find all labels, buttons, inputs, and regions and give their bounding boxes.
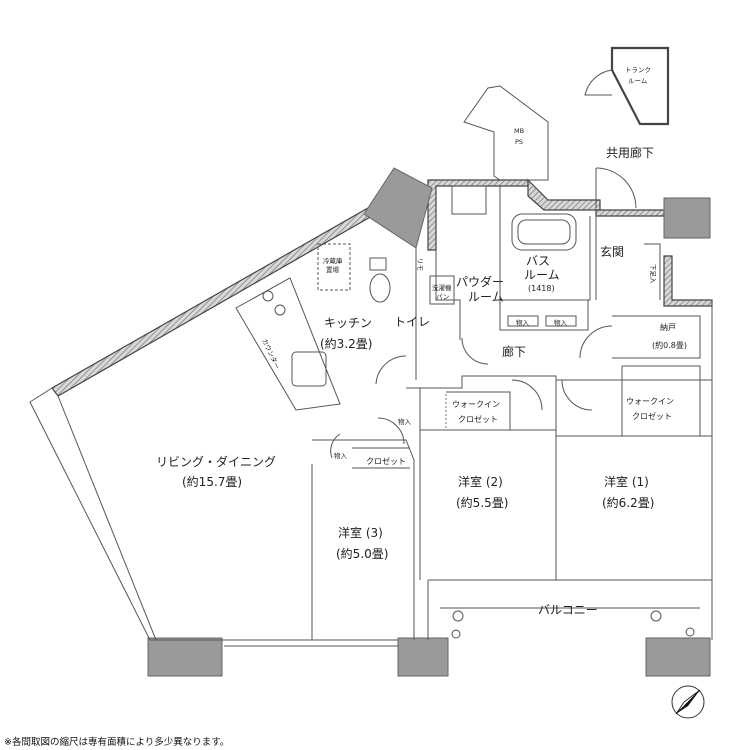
shoe-box-label: 下足入 [649, 264, 657, 284]
bath-label-2: ルーム [524, 268, 560, 282]
closet3-label: クロゼット [366, 456, 406, 466]
trunk-label-1: トランク [625, 66, 651, 74]
walkin2-label-2: クロゼット [458, 414, 498, 424]
ps-label: PS [515, 138, 523, 146]
bath-label-3: (1418) [528, 284, 555, 293]
bath-label-1: バス [526, 254, 550, 268]
trunk-room: トランク ルーム [584, 46, 670, 126]
storage2-label: 物入 [554, 318, 568, 327]
mb-ps-shaft: MB PS [463, 85, 549, 181]
storage3-label: 物入 [398, 417, 412, 426]
entrance-label: 玄関 [600, 244, 624, 259]
fridge-label-2: 置場 [326, 265, 340, 274]
scale-footnote: ※各間取図の縮尺は専有面積により多少異なります。 [4, 737, 230, 748]
interior-walls [235, 167, 713, 640]
storage4-label: 物入 [334, 451, 348, 460]
pillars [147, 167, 711, 677]
pillar-se [645, 637, 711, 677]
hall-label: 廊下 [502, 344, 526, 359]
fridge-label-1: 冷蔵庫 [323, 256, 343, 265]
western1-area: (約6.2畳) [602, 495, 654, 510]
pillar-sw [147, 637, 223, 677]
kitchen-area: (約3.2畳) [320, 336, 372, 351]
washer-label-1: 洗濯機 [432, 283, 452, 292]
closet-small-label-2: (約0.8畳) [652, 340, 687, 350]
western3-label: 洋室 (3) [338, 525, 383, 540]
mb-label: MB [514, 127, 524, 135]
living-glass-wall [29, 387, 398, 647]
western2-area: (約5.5畳) [456, 495, 508, 510]
north-arrow-icon [671, 685, 705, 719]
walkin2-label-1: ウォークイン [452, 400, 500, 409]
washer-label-2: パン [436, 293, 449, 301]
outer-walls [51, 178, 713, 397]
kitchen-label: キッチン [324, 316, 372, 330]
pillar-ne [663, 197, 711, 239]
toilet-label: トイレ [394, 315, 430, 329]
room-labels: 冷蔵庫 置場 キッチン (約3.2畳) トイレ リモ 洗濯機 パン パウダー ル… [156, 244, 687, 617]
living-label: リビング・ダイニング [156, 454, 276, 469]
pillar-nw [363, 167, 433, 249]
pillar-s [397, 637, 449, 677]
counter-label: カウンター [260, 337, 282, 370]
western2-label: 洋室 (2) [458, 474, 503, 489]
powder-label-2: ルーム [468, 290, 504, 304]
western3-area: (約5.0畳) [336, 546, 388, 561]
western1-label: 洋室 (1) [604, 474, 649, 489]
living-area: (約15.7畳) [182, 474, 242, 489]
powder-label-1: パウダー [456, 274, 504, 289]
trunk-label-2: ルーム [628, 77, 648, 85]
common-corridor-label: 共用廊下 [606, 145, 654, 160]
rimo-label: リモ [416, 258, 424, 271]
walkin1-label-1: ウォークイン [626, 397, 674, 406]
closet-small-label-1: 納戸 [660, 322, 676, 332]
storage1-label: 物入 [516, 318, 530, 327]
balcony-label: バルコニー [538, 603, 598, 617]
walkin1-label-2: クロゼット [632, 411, 672, 421]
